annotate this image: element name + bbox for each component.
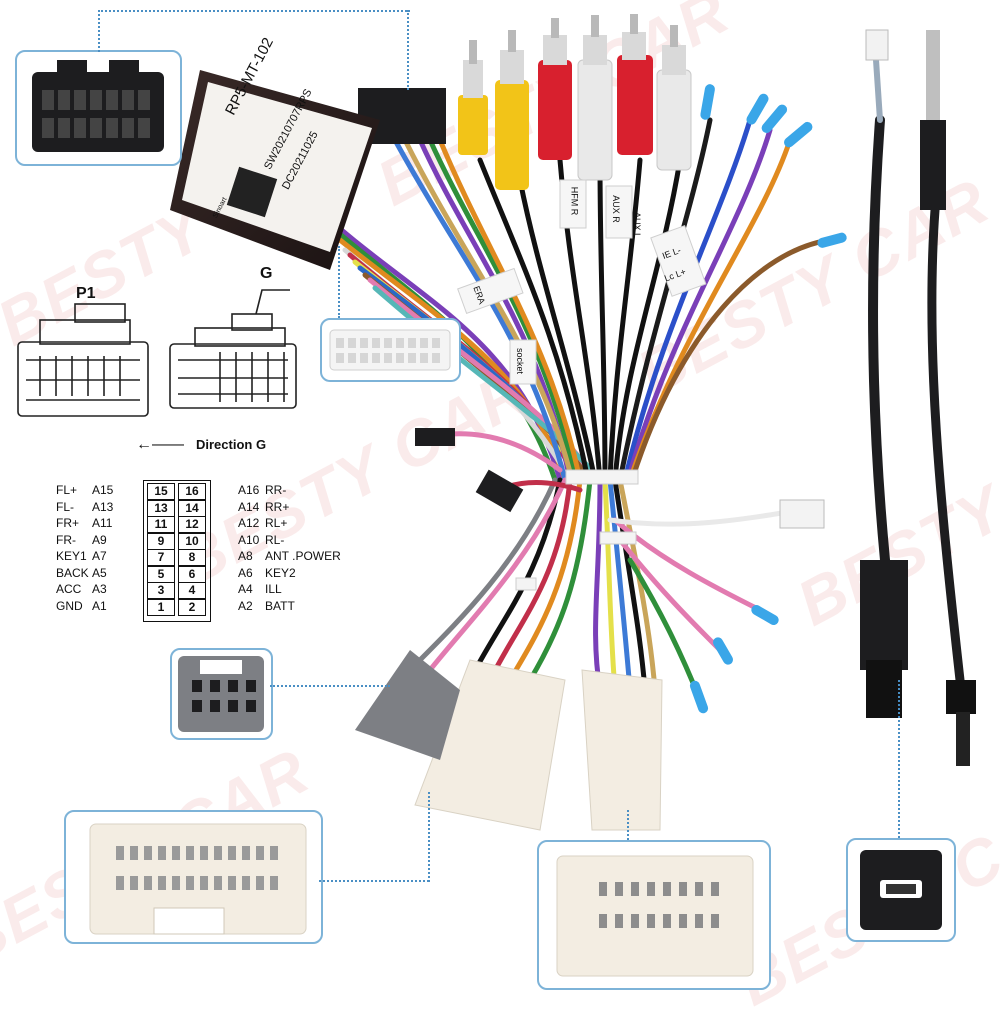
white-connector-inset	[320, 318, 461, 382]
rca-plugs	[458, 14, 692, 190]
leader-line	[270, 685, 390, 689]
usb-connector-face	[860, 850, 942, 930]
leader-line	[407, 10, 411, 90]
pin-left-code: A5	[92, 565, 107, 580]
pin-right-code: A10	[238, 532, 260, 547]
vehicle-plugs	[355, 650, 663, 831]
pin-right-number: 8	[178, 549, 206, 566]
white-plug-face-left	[89, 823, 307, 935]
pin-right-number: 2	[178, 598, 206, 616]
pigtail-connector	[779, 499, 825, 529]
pin-left-code: A9	[92, 532, 107, 547]
pin-left-number: 9	[147, 532, 175, 550]
pin-left-name: FR+	[56, 516, 80, 530]
pin-left-code: A1	[92, 598, 107, 613]
pin-left-name: FL-	[56, 499, 74, 514]
pin-right-code: A12	[238, 516, 260, 530]
usb-connector-inset	[846, 838, 956, 942]
tag-aux-r: AUX R	[610, 195, 621, 223]
pin-left-number: 11	[147, 516, 175, 533]
tag-aux-l: AUX L	[632, 211, 643, 239]
tag-hfm-r: HFM R	[569, 186, 580, 216]
pin-right-name: BATT	[265, 598, 295, 613]
pin-left-name: KEY1	[56, 549, 87, 563]
antenna-plug-body	[920, 120, 946, 210]
white-connector-face	[329, 329, 451, 371]
pin-left-number: 7	[147, 549, 175, 566]
leader-line	[319, 880, 429, 884]
pin-left-number: 13	[147, 499, 175, 517]
white-plug-inset-left	[64, 810, 323, 944]
small-plug	[865, 29, 889, 61]
g-label: G	[260, 265, 273, 282]
direction-label: Direction G	[196, 437, 267, 452]
pin-left-code: A3	[92, 582, 107, 596]
pin-right-name: ANT .POWER	[265, 549, 341, 563]
wire-end-caps	[689, 84, 847, 714]
pinout-frame	[143, 480, 211, 622]
pin-left-name: FL+	[56, 483, 78, 497]
pin-left-name: ACC	[56, 582, 82, 596]
leader-line	[98, 10, 410, 52]
pin-left-name: BACK	[56, 565, 89, 580]
pin-left-name: FR-	[56, 532, 76, 547]
decoder-module	[170, 70, 380, 270]
usb-housing	[860, 560, 908, 670]
pin-right-code: A16	[238, 483, 260, 497]
white-plug-face-center	[556, 855, 754, 977]
adapter-cables	[868, 57, 965, 685]
pin-right-number: 14	[178, 499, 206, 517]
pin-right-number: 12	[178, 516, 206, 533]
pin-right-number: 4	[178, 582, 206, 599]
pin-left-code: A15	[92, 483, 114, 497]
pin-right-name: RL-	[265, 532, 285, 547]
white-plug-inset-center	[537, 840, 771, 990]
pin-left-number: 1	[147, 598, 175, 616]
pin-left-code: A13	[92, 499, 114, 514]
pin-right-name: RR+	[265, 499, 290, 514]
pin-left-code: A7	[92, 549, 107, 563]
pin-left-number: 15	[147, 483, 175, 500]
pin-right-name: KEY2	[265, 565, 296, 580]
pin-left-code: A11	[92, 516, 113, 530]
leader-line	[428, 792, 432, 882]
pin-left-name: GND	[56, 598, 83, 613]
leader-line	[627, 810, 631, 840]
pin-right-name: RR-	[265, 483, 287, 497]
pin-right-code: A8	[238, 549, 253, 563]
wiring-harness-photo	[170, 14, 976, 831]
p1-label: P1	[76, 285, 96, 302]
grey-connector-inset	[170, 648, 273, 740]
pin-right-name: RL+	[265, 516, 288, 530]
pin-right-code: A4	[238, 582, 253, 596]
pin-left-number: 5	[147, 565, 175, 583]
pin-right-number: 16	[178, 483, 206, 500]
pin-right-code: A2	[238, 598, 253, 613]
pin-right-code: A14	[238, 499, 260, 514]
pin-right-name: ILL	[265, 582, 282, 596]
direction-arrow-icon: ←——	[136, 436, 184, 453]
grey-connector-face	[178, 656, 264, 732]
tag-socket: socket	[515, 347, 526, 375]
connector-line-drawings	[17, 289, 297, 417]
mini-plug	[946, 680, 976, 714]
black-connector-face	[32, 60, 164, 152]
leader-line	[338, 246, 342, 318]
black-connector-inset	[15, 50, 182, 166]
leader-line	[898, 680, 902, 838]
pin-left-number: 3	[147, 582, 175, 599]
pin-right-code: A6	[238, 565, 253, 580]
pin-right-number: 6	[178, 565, 206, 583]
pigtail-connector	[475, 469, 524, 513]
pigtail-connector	[415, 428, 455, 446]
pin-right-number: 10	[178, 532, 206, 550]
